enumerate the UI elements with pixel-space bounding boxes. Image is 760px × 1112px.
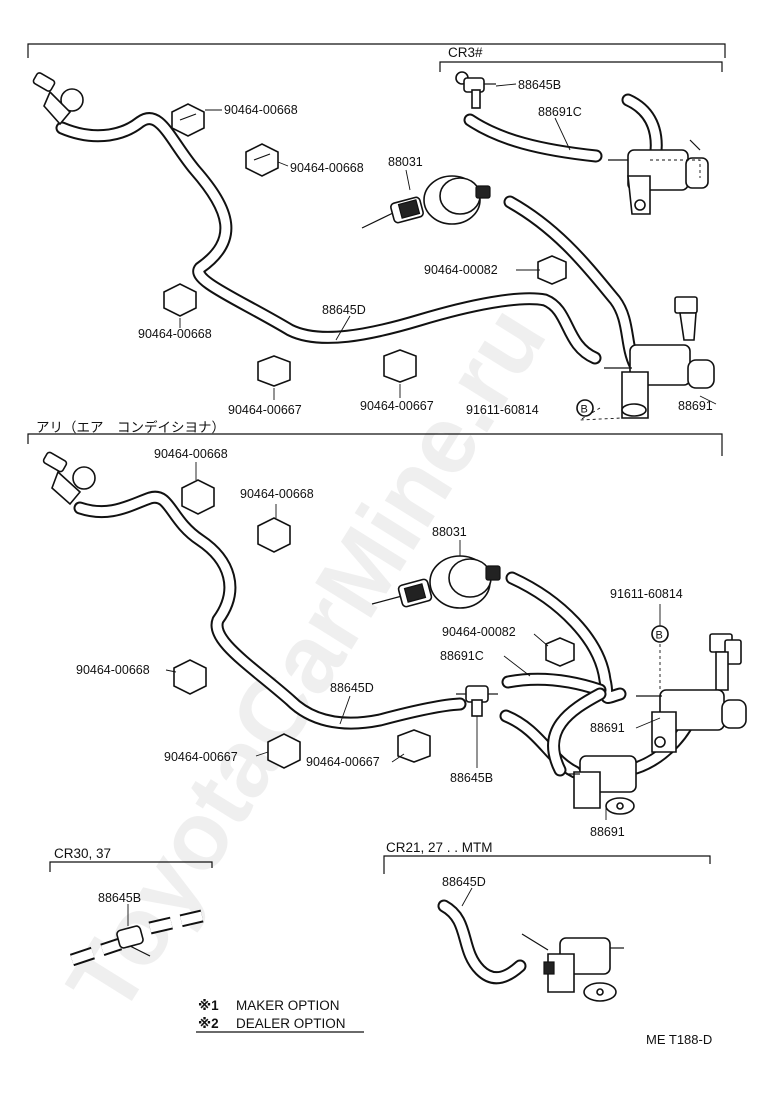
label-clip-4-mid: 90464-00668 (76, 663, 150, 677)
cr3-bracket (439, 61, 723, 72)
label-88691-mid-right: 88691 (590, 721, 625, 735)
bolt-marker-top: B (581, 404, 588, 416)
figure-code: ME T188-D (646, 1032, 712, 1047)
label-88031-top: 88031 (388, 155, 423, 169)
label-88691-top: 88691 (678, 399, 713, 413)
clip-90464-00667-a (257, 355, 291, 387)
label-88645D-mid: 88645D (330, 681, 374, 695)
label-88645B-bottom: 88645B (98, 891, 141, 905)
label-clip-5-top: 90464-00667 (228, 403, 302, 417)
label-88691C-top: 88691C (538, 105, 582, 119)
watermark-text: ToyotaCarMine.ru (47, 288, 566, 1031)
label-88691C-mid: 88691C (440, 649, 484, 663)
clip-90464-00082 (537, 255, 567, 285)
label-clip-1-mid: 90464-00668 (154, 447, 228, 461)
middle-section-bracket (27, 433, 723, 456)
label-88645D-bottom: 88645D (442, 875, 486, 889)
left-elbow-fitting-top (32, 72, 84, 126)
legend: ※1 MAKER OPTION ※2 DEALER OPTION (196, 998, 364, 1033)
vacuum-switch-88031-mid (371, 555, 501, 609)
label-88031-mid: 88031 (432, 525, 467, 539)
bottom-left-section: CR30, 37 88645B (49, 846, 213, 967)
clip-90464-00668-a (171, 103, 205, 137)
top-section-bracket (27, 43, 726, 58)
label-88645D-top: 88645D (322, 303, 366, 317)
vsv-bottom-right (521, 933, 624, 1002)
clip-mid-1 (181, 479, 215, 515)
tee-88645B-bottom (116, 925, 151, 957)
middle-section: アリ（エア コンデイシヨナ） (27, 419, 747, 839)
cr21-label: CR21, 27 . . MTM (386, 840, 493, 855)
clip-mid-3 (545, 637, 575, 667)
clip-mid-2 (257, 517, 291, 553)
legend-mark-2: ※2 (198, 1016, 219, 1031)
clip-90464-00667-b (383, 349, 417, 383)
vsv-88691-mid-right (636, 633, 747, 753)
bolt-marker-mid: B (656, 630, 663, 642)
label-clip-4-top: 90464-00668 (138, 327, 212, 341)
cr30-bracket (49, 861, 213, 872)
label-88691-mid-bottom: 88691 (590, 825, 625, 839)
tee-88645B-mid (456, 685, 498, 717)
label-clip-2-mid: 90464-00668 (240, 487, 314, 501)
legend-mark-1: ※1 (198, 998, 219, 1013)
hose-to-valve-top (503, 195, 642, 372)
label-88645B-top: 88645B (518, 78, 561, 92)
label-clip-3-top: 90464-00082 (424, 263, 498, 277)
clip-90464-00668-b (245, 143, 279, 177)
vsv-88691-top (604, 296, 715, 419)
clip-mid-5 (267, 733, 301, 769)
clip-90464-00668-c (163, 283, 197, 317)
vsv-88691-mid-bottom (566, 755, 637, 815)
label-bolt-top: 91611-60814 (466, 403, 539, 417)
hose-88645D-mid (73, 490, 467, 730)
cr30-label: CR30, 37 (54, 846, 111, 861)
label-bolt-mid: 91611-60814 (610, 587, 683, 601)
vacuum-switch-88031-top (361, 175, 491, 229)
left-elbow-fitting-mid (42, 451, 96, 506)
label-clip-6-top: 90464-00667 (360, 399, 434, 413)
cr21-bracket (383, 855, 711, 874)
label-clip-6-mid: 90464-00667 (306, 755, 380, 769)
hose-88645D-top (55, 112, 602, 365)
top-section: CR3# (27, 43, 726, 421)
label-88645B-mid: 88645B (450, 771, 493, 785)
clip-mid-4 (173, 659, 207, 695)
cr3-label: CR3# (448, 45, 483, 60)
label-clip-5-mid: 90464-00667 (164, 750, 238, 764)
cr3-assembly (455, 71, 709, 215)
bottom-right-section: CR21, 27 . . MTM 88645D (383, 840, 711, 1002)
label-clip-2-top: 90464-00668 (290, 161, 364, 175)
legend-text-1: MAKER OPTION (236, 998, 340, 1013)
clip-mid-6 (397, 729, 431, 763)
label-clip-3-mid: 90464-00082 (442, 625, 516, 639)
legend-text-2: DEALER OPTION (236, 1016, 346, 1031)
label-clip-1-top: 90464-00668 (224, 103, 298, 117)
aircon-label: アリ（エア コンデイシヨナ） (36, 419, 225, 435)
